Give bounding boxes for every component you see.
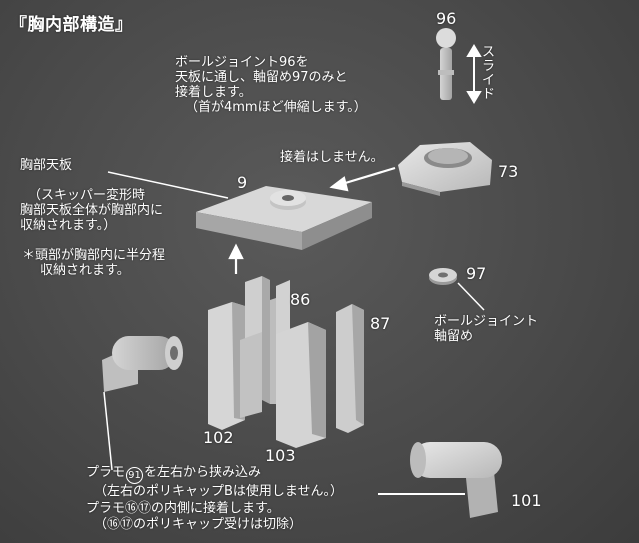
note-no-glue: 接着はしません。	[280, 150, 384, 165]
chest-detail-line: 胸部天板全体が胸部内に	[20, 203, 164, 218]
head-note-line: 収納されます。	[40, 263, 130, 278]
part-number-103: 103	[265, 446, 296, 465]
left-cylinder-part	[102, 336, 183, 392]
circled-number-91: 91	[126, 467, 144, 484]
label-chest-top: 胸部天板	[20, 158, 73, 173]
plamo-line-4: （⑯⑰のポリキャップ受けは切除）	[94, 517, 303, 532]
note-96-line: 接着します。	[175, 85, 252, 100]
note-ball-joint-97: ボールジョイント 軸留め	[434, 314, 538, 344]
note-ball-joint-96: ボールジョイント96を 天板に通し、軸留め97のみと 接着します。 （首が4mm…	[175, 55, 367, 115]
part-9-plate	[196, 186, 372, 250]
head-note-line: ＊頭部が胸部内に半分程	[22, 248, 166, 263]
plamo-suffix: を左右から挟み込み	[144, 465, 262, 480]
leader-97	[457, 282, 485, 311]
part-number-9: 9	[237, 173, 248, 192]
arrow-73-to-9	[329, 166, 396, 192]
slide-label: スライド	[482, 45, 496, 102]
part-number-101: 101	[511, 491, 542, 510]
plamo-line-2: （左右のポリキャップBは使用しません。）	[94, 484, 344, 499]
part-73	[398, 142, 492, 196]
note-head: ＊頭部が胸部内に半分程 収納されます。	[22, 248, 165, 278]
leader-chest-top	[107, 171, 229, 199]
part-number-73: 73	[498, 162, 519, 181]
chest-detail-line: （スキッパー変形時	[28, 188, 146, 203]
slide-arrow-icon	[466, 44, 482, 104]
part-number-87: 87	[370, 314, 391, 333]
note-96-line: 天板に通し、軸留め97のみと	[175, 70, 348, 85]
plamo-prefix: プラモ	[86, 465, 126, 480]
note-chest-top-detail: （スキッパー変形時 胸部天板全体が胸部内に 収納されます。）	[20, 188, 163, 233]
chest-detail-line: 収納されます。）	[20, 218, 117, 233]
ball-joint-96-part	[436, 28, 456, 100]
part-101	[410, 442, 502, 518]
leader-left-cylinder	[103, 391, 113, 471]
part-87	[336, 304, 364, 433]
ball-joint-97-part	[429, 268, 457, 285]
part-102	[208, 302, 262, 430]
part-number-86: 86	[290, 290, 311, 309]
note-96-line: （首が4mmほど伸縮します。）	[185, 100, 367, 115]
plamo-line-3: プラモ⑯⑰の内側に接着します。	[86, 500, 280, 516]
part-number-102: 102	[203, 428, 234, 447]
page-title: 『胸内部構造』	[10, 15, 133, 35]
bj97-line: 軸留め	[434, 329, 474, 344]
part-number-97: 97	[466, 264, 487, 283]
bj97-line: ボールジョイント	[434, 314, 539, 329]
part-103	[276, 322, 326, 448]
note-96-line: ボールジョイント96を	[175, 55, 309, 70]
arrow-up-to-plate	[228, 243, 244, 274]
part-number-96: 96	[436, 9, 457, 28]
